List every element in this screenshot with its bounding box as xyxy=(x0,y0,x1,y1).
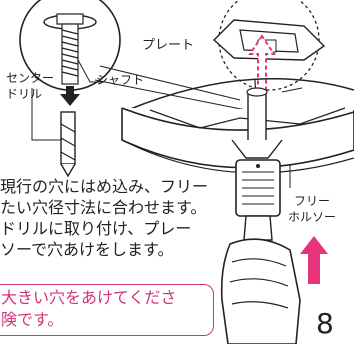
plate-detail-circle xyxy=(212,0,326,91)
free-holesaw-label-line1: フリー xyxy=(294,194,331,208)
center-drill-label-line2: ドリル xyxy=(6,87,43,101)
shaft-label: シャフト xyxy=(96,73,145,87)
up-arrow-icon xyxy=(300,236,328,284)
down-arrow-icon xyxy=(60,86,80,106)
warning-line-1: 大きい穴をあけてくださ xyxy=(1,288,177,307)
shaft-detail-circle xyxy=(19,0,121,91)
instruction-line-3: ドリルに取り付け、プレー xyxy=(0,219,192,238)
warning-line-2: 険です。 xyxy=(1,310,64,329)
center-drill xyxy=(60,111,76,178)
instruction-line-2: たい穴径寸法に合わせます。 xyxy=(0,198,207,217)
instruction-line-1: 現行の穴にはめ込み、フリー xyxy=(0,177,209,196)
warning-box: 大きい穴をあけてくださ 険です。 xyxy=(0,284,214,336)
instruction-line-4: ソーで穴あけをします。 xyxy=(0,240,174,259)
page-number: 8 xyxy=(316,307,334,340)
holesaw-body xyxy=(121,78,354,344)
plate-label: プレート xyxy=(142,38,195,53)
free-holesaw-label-line2: ホルソー xyxy=(288,210,337,224)
center-drill-label-line1: センター xyxy=(6,71,55,85)
